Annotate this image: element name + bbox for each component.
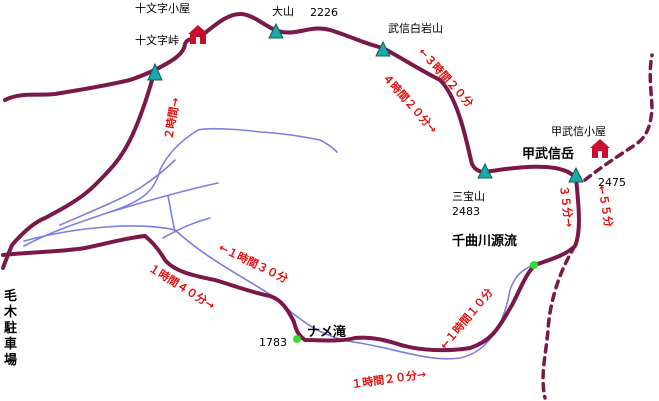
label-name-falls-elev: 1783 [259, 336, 287, 349]
peak-sanpozan-icon [477, 162, 493, 179]
label-oyama: 大山 [272, 4, 294, 18]
hut-kobushi-icon [590, 139, 610, 158]
label-keki-parking-5: 場 [4, 352, 17, 368]
trail-east-dashed [583, 53, 654, 182]
label-keki-parking-3: 駐 [4, 320, 17, 336]
peak-kobushi-icon [568, 166, 584, 183]
label-jumonji-hut: 十文字小屋 [135, 1, 190, 15]
trail-jumonji-south [1, 68, 157, 270]
river-branch-south [167, 195, 176, 233]
label-kobushi-hut: 甲武信小屋 [551, 125, 606, 138]
label-name-falls: ナメ滝 [307, 324, 346, 340]
trail-west-to-jumonji [3, 68, 157, 102]
spring-name-falls-icon [293, 335, 301, 343]
label-oyama-elev: 2226 [310, 6, 338, 19]
river-branch-north [23, 127, 338, 247]
label-keki-parking-2: 木 [3, 304, 18, 320]
peak-jumonji-pass-icon [147, 62, 163, 81]
time-4h20: ４時間２０分→ [380, 71, 441, 136]
river-branch-mid [109, 182, 219, 213]
time-1h30: ←１時間３０分 [217, 240, 291, 286]
label-sanpozan-elev: 2483 [452, 205, 480, 218]
trail-sanpo-to-kobushi [483, 164, 578, 180]
trail-jumonji-to-oyama [196, 12, 277, 40]
label-kobushi-peak: 甲武信岳 [522, 146, 574, 162]
time-2h: ２時間→ [161, 97, 182, 141]
label-chikuma-source: 千曲川源流 [452, 233, 517, 249]
trail-oyama-to-bushin [273, 26, 385, 50]
river-branch-west [59, 159, 176, 226]
time-3h20: ←３時間２０分 [416, 45, 477, 110]
spring-chikuma-icon [530, 261, 538, 269]
hut-jumonji-icon [188, 25, 208, 44]
label-kobushi-elev: 2475 [598, 176, 626, 189]
river-branch-east [162, 217, 211, 239]
label-jumonji-pass: 十文字峠 [135, 33, 179, 47]
label-keki-parking-1: 毛 [4, 288, 17, 304]
peak-bushin-hakuiwa-icon [375, 40, 391, 57]
time-35m: ３５分→ [557, 184, 577, 228]
river-main [23, 225, 541, 360]
trail-south-dashed [541, 244, 577, 400]
label-sanpozan: 三宝山 [452, 189, 485, 203]
label-bushin-hakuiwa: 武信白岩山 [388, 21, 443, 35]
trail-bushin-to-sanpo [381, 46, 487, 174]
trail-keki-to-valley [1, 234, 147, 257]
peak-oyama-icon [268, 22, 284, 39]
time-1h40: １時間４０分→ [146, 261, 217, 313]
label-keki-parking-4: 車 [4, 336, 17, 352]
time-1h20: １時間２０分→ [350, 367, 426, 391]
time-55m: ←５５分 [595, 184, 616, 228]
trail-source-down [403, 263, 537, 353]
trail-lower-valley [143, 234, 407, 348]
